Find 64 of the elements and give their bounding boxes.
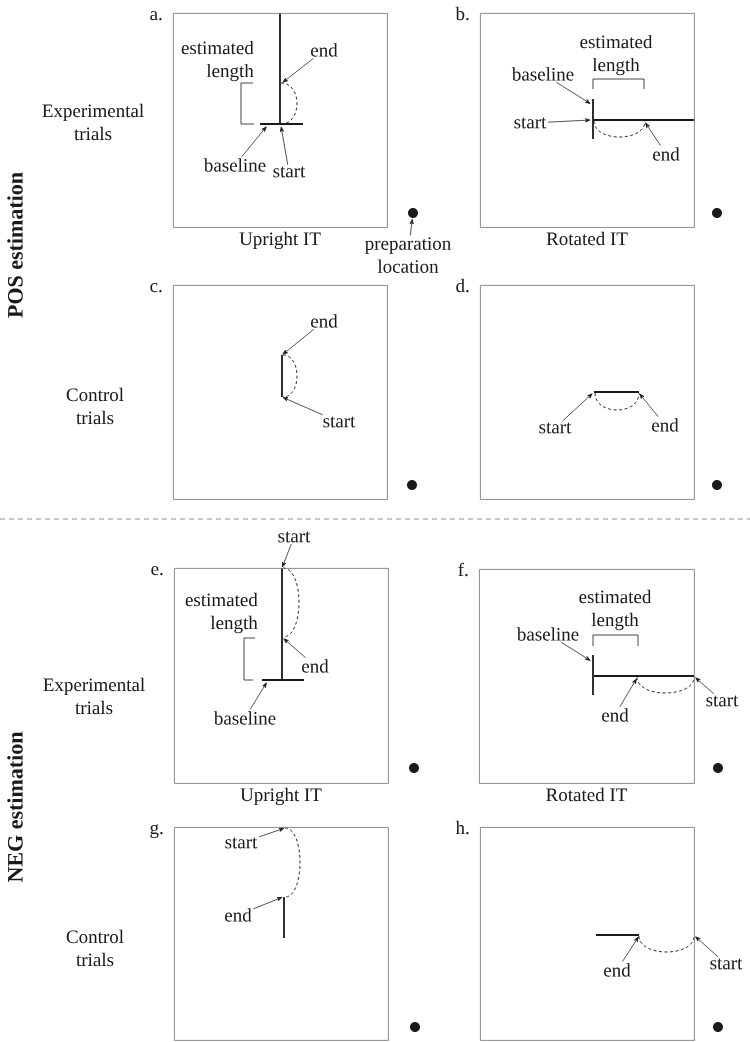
row-label: Control trials: [66, 387, 124, 425]
leader-line: [249, 682, 267, 710]
leader-line: [282, 58, 314, 83]
annotation-label: end: [225, 908, 252, 922]
leader-line: [547, 118, 591, 123]
leader-line: [283, 638, 306, 658]
annotation-label: start: [710, 958, 743, 970]
section-label: POS estimation: [7, 172, 23, 318]
annotation-label: end: [652, 418, 679, 432]
leader-line: [253, 897, 283, 910]
section-label: NEG estimation: [7, 731, 23, 883]
panel-caption: Rotated IT: [546, 231, 628, 246]
panel-letter: d.: [456, 278, 469, 293]
leader-line: [556, 82, 591, 104]
annotation-label: baseline: [203, 158, 266, 172]
row-label: Control trials: [66, 929, 124, 967]
leader-line: [282, 543, 292, 568]
annotation-label: baseline: [511, 67, 574, 81]
annotation-label: start: [539, 422, 572, 434]
leader-line: [622, 936, 639, 962]
bracket-label: estimated length: [579, 589, 652, 631]
annotation-label: baseline: [213, 711, 276, 725]
annotation-label: preparation location: [365, 237, 451, 273]
panel-letter: b.: [455, 6, 469, 21]
leader-line: [561, 642, 591, 661]
arrow: [409, 218, 414, 236]
leader-line: [258, 827, 285, 838]
leader-line: [241, 126, 267, 157]
row-label: Experimental trials: [43, 677, 145, 715]
leader-line: [279, 126, 289, 166]
annotation-label: start: [514, 117, 547, 129]
annotation-label: end: [604, 963, 631, 977]
panel-letter: f.: [458, 562, 468, 577]
annotation-label: start: [225, 837, 258, 849]
annotation-label: end: [653, 147, 680, 161]
bracket-label: estimated length: [181, 40, 254, 82]
annotation-label: end: [311, 43, 338, 57]
leader-line: [282, 329, 314, 355]
leader-line: [695, 936, 719, 958]
annotation-label: baseline: [516, 627, 579, 641]
panel-letter: g.: [150, 824, 163, 839]
bracket-label: estimated length: [185, 592, 258, 634]
annotation-label: start: [273, 166, 306, 178]
panel-caption: Upright IT: [239, 231, 321, 250]
panel-letter: h.: [455, 820, 469, 835]
panel-letter: e.: [151, 566, 163, 576]
annotation-label: end: [311, 314, 338, 328]
annotation-label: start: [278, 531, 311, 543]
annotation-label: start: [323, 416, 356, 428]
panel-letter: c.: [150, 283, 162, 293]
leader-line: [562, 393, 593, 422]
panel-caption: Upright IT: [240, 787, 322, 806]
leader-line: [695, 677, 715, 695]
leader-line: [619, 678, 637, 707]
row-label: Experimental trials: [42, 103, 144, 141]
panel-caption: Rotated IT: [546, 787, 628, 802]
leader-line: [645, 122, 661, 146]
panel-letter: a.: [150, 11, 162, 21]
annotation-label: end: [602, 708, 629, 722]
leader-line: [282, 397, 324, 416]
bracket-label: estimated length: [580, 34, 653, 76]
leader-line: [639, 393, 659, 417]
annotation-label: start: [706, 695, 739, 707]
annotation-label: end: [302, 659, 329, 673]
